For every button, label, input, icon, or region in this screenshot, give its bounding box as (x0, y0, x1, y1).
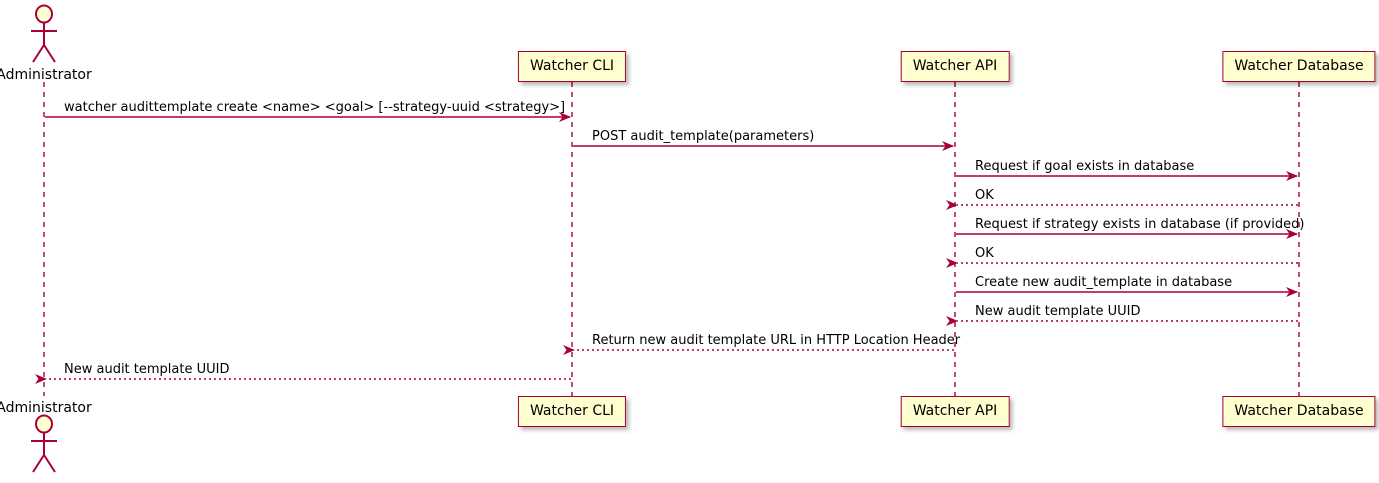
actor-label-top-admin: Administrator (0, 67, 92, 83)
participant-label: Watcher API (912, 58, 998, 74)
message-label-1: POST audit_template(parameters) (592, 129, 815, 144)
message-label-9: New audit template UUID (64, 362, 230, 377)
message-label-2: Request if goal exists in database (975, 159, 1195, 174)
participant-label: Watcher Database (1234, 58, 1364, 74)
participant-label: Watcher API (912, 403, 998, 419)
actor-figure-bottom-admin (31, 414, 57, 473)
message-label-0: watcher audittemplate create <name> <goa… (64, 100, 566, 115)
message-label-6: Create new audit_template in database (975, 275, 1233, 290)
message-label-7: New audit template UUID (975, 304, 1141, 319)
message-label-5: OK (975, 246, 994, 261)
participant-box-top-api[interactable]: Watcher API (900, 51, 1010, 82)
actor-label-bottom-admin: Administrator (0, 400, 92, 416)
participant-box-top-cli[interactable]: Watcher CLI (517, 51, 627, 82)
message-label-3: OK (975, 188, 994, 203)
participant-label: Watcher CLI (529, 403, 615, 419)
participant-box-bottom-database[interactable]: Watcher Database (1222, 396, 1376, 427)
participant-box-bottom-cli[interactable]: Watcher CLI (517, 396, 627, 427)
message-label-4: Request if strategy exists in database (… (975, 217, 1305, 232)
participant-label: Watcher CLI (529, 58, 615, 74)
actor-figure-top-admin (31, 4, 57, 63)
message-arrows-group (35, 112, 1298, 384)
lifelines-group (43, 82, 1300, 396)
participant-label: Watcher Database (1234, 403, 1364, 419)
actor-figures-group (31, 4, 57, 473)
participant-box-bottom-api[interactable]: Watcher API (900, 396, 1010, 427)
participant-box-top-database[interactable]: Watcher Database (1222, 51, 1376, 82)
message-label-8: Return new audit template URL in HTTP Lo… (592, 333, 961, 348)
